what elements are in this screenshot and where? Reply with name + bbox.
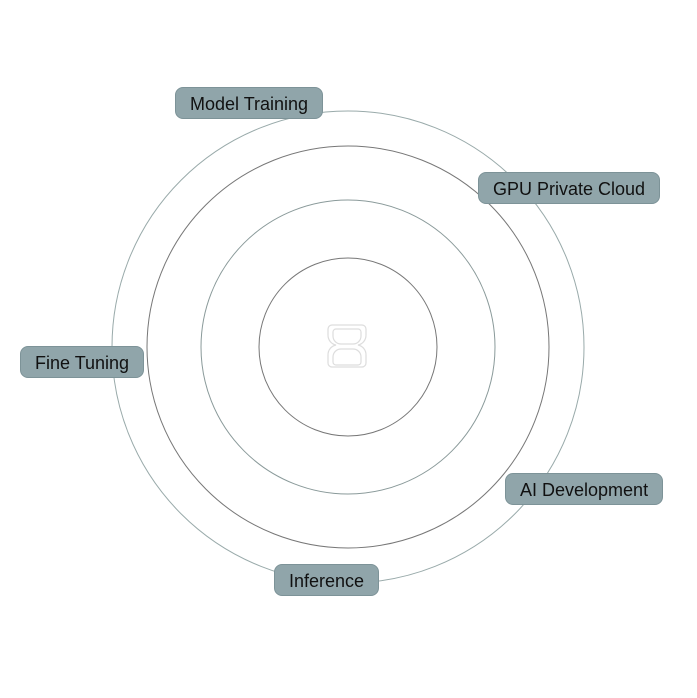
label-inference: Inference [274,564,380,596]
label-model-training: Model Training [175,87,324,119]
ring-third [146,145,550,549]
label-gpu-private-cloud: GPU Private Cloud [478,172,661,204]
ring-second [200,199,496,495]
ring-inner [258,257,438,437]
label-fine-tuning: Fine Tuning [20,346,145,378]
hourglass-logo-icon [327,324,367,368]
label-ai-development: AI Development [505,473,664,505]
